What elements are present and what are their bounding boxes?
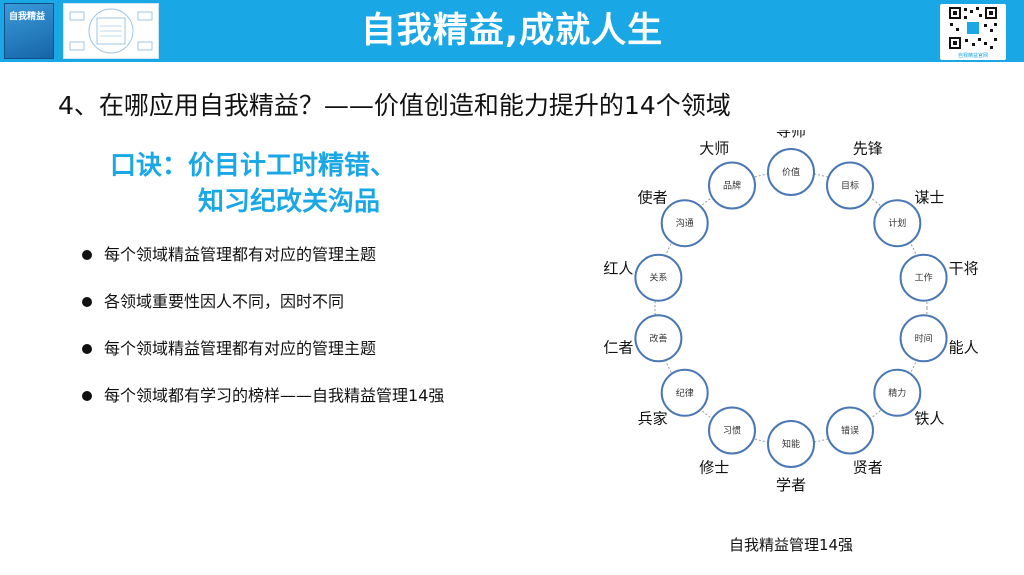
domain-node-circle bbox=[826, 161, 874, 210]
domain-node-label: 关系 bbox=[649, 272, 667, 284]
domain-node-circle bbox=[826, 406, 874, 455]
domain-node-label: 目标 bbox=[841, 180, 859, 192]
role-label: 干将 bbox=[949, 260, 979, 278]
domain-node-circle bbox=[634, 253, 683, 302]
domain-node-label: 沟通 bbox=[676, 217, 694, 229]
domain-node-circle bbox=[660, 368, 709, 417]
bullet-item: 各领域重要性因人不同，因时不同 bbox=[78, 291, 444, 338]
role-label: 先锋 bbox=[853, 140, 883, 158]
diagram-thumbnail-icon bbox=[69, 8, 153, 54]
bullet-item: 每个领域都有学习的榜样——自我精益管理14强 bbox=[78, 385, 444, 432]
domain-node-circle bbox=[634, 314, 683, 363]
qr-code: 自我精益官网 bbox=[940, 4, 1006, 60]
domain-node-label: 知能 bbox=[782, 438, 800, 450]
domain-node-label: 时间 bbox=[915, 332, 933, 344]
domain-node-circle bbox=[708, 406, 756, 455]
role-label: 大师 bbox=[699, 140, 729, 158]
domain-node-circle bbox=[899, 253, 948, 302]
domain-node-label: 精力 bbox=[888, 387, 906, 399]
domain-node-label: 改善 bbox=[649, 332, 667, 344]
domain-node-label: 价值 bbox=[782, 166, 800, 178]
book-cover-label: 自我精益 bbox=[9, 12, 46, 22]
domain-node-circle bbox=[767, 148, 815, 196]
domain-node-circle bbox=[767, 420, 815, 468]
bullet-item: 每个领域精益管理都有对应的管理主题 bbox=[78, 244, 444, 291]
domain-node-label: 错误 bbox=[841, 425, 859, 437]
header-bar bbox=[0, 0, 1024, 62]
section-subtitle: 4、在哪应用自我精益？——价值创造和能力提升的14个领域 bbox=[58, 91, 731, 120]
wheel-caption: 自我精益管理14强 bbox=[729, 536, 853, 554]
domain-node-label: 纪律 bbox=[676, 387, 694, 399]
domain-node-label: 品牌 bbox=[723, 180, 741, 192]
role-label: 使者 bbox=[638, 189, 668, 207]
book-cover-thumbnail: 自我精益 bbox=[4, 3, 54, 59]
role-label: 铁人 bbox=[914, 409, 944, 427]
domain-node-circle bbox=[899, 314, 948, 363]
qr-caption: 自我精益官网 bbox=[957, 53, 988, 59]
role-label: 修士 bbox=[699, 459, 729, 477]
role-label: 学者 bbox=[776, 476, 806, 494]
wheel-nodes: 价值 导师目标 先锋计划谋士工作 干将时间能人精力铁人错误贤者 知能学者 习惯修士 纪律兵家… bbox=[603, 130, 978, 494]
domain-node-circle bbox=[660, 199, 709, 248]
role-label: 仁者 bbox=[603, 338, 633, 356]
role-label: 能人 bbox=[949, 338, 979, 356]
page-title: 自我精益,成就人生 bbox=[360, 11, 664, 51]
role-label: 兵家 bbox=[638, 409, 668, 427]
qr-code-icon bbox=[948, 6, 998, 50]
role-label: 贤者 bbox=[853, 459, 883, 477]
diagram-thumbnail bbox=[63, 3, 159, 59]
role-label: 导师 bbox=[776, 130, 806, 140]
domain-node-circle bbox=[873, 199, 922, 248]
mnemonic-line-1: 口诀：价目计工时精错、 bbox=[110, 151, 397, 181]
domain-node-label: 习惯 bbox=[723, 425, 741, 437]
domain-node-circle bbox=[708, 161, 756, 210]
bullet-list: 每个领域精益管理都有对应的管理主题 各领域重要性因人不同，因时不同 每个领域精益… bbox=[78, 244, 444, 432]
domain-node-label: 工作 bbox=[915, 272, 933, 284]
mnemonic-line-2: 知习纪改关沟品 bbox=[198, 187, 381, 217]
role-label: 谋士 bbox=[914, 189, 944, 207]
role-label: 红人 bbox=[603, 260, 633, 278]
domain-node-label: 计划 bbox=[888, 217, 906, 229]
mnemonic: 口诀：价目计工时精错、 知习纪改关沟品 bbox=[110, 148, 396, 220]
domain-wheel-diagram: 价值 导师目标 先锋计划谋士工作 干将时间能人精力铁人错误贤者 知能学者 习惯修士 纪律兵家… bbox=[603, 130, 978, 554]
domain-node-circle bbox=[873, 368, 922, 417]
bullet-item: 每个领域精益管理都有对应的管理主题 bbox=[78, 338, 444, 385]
